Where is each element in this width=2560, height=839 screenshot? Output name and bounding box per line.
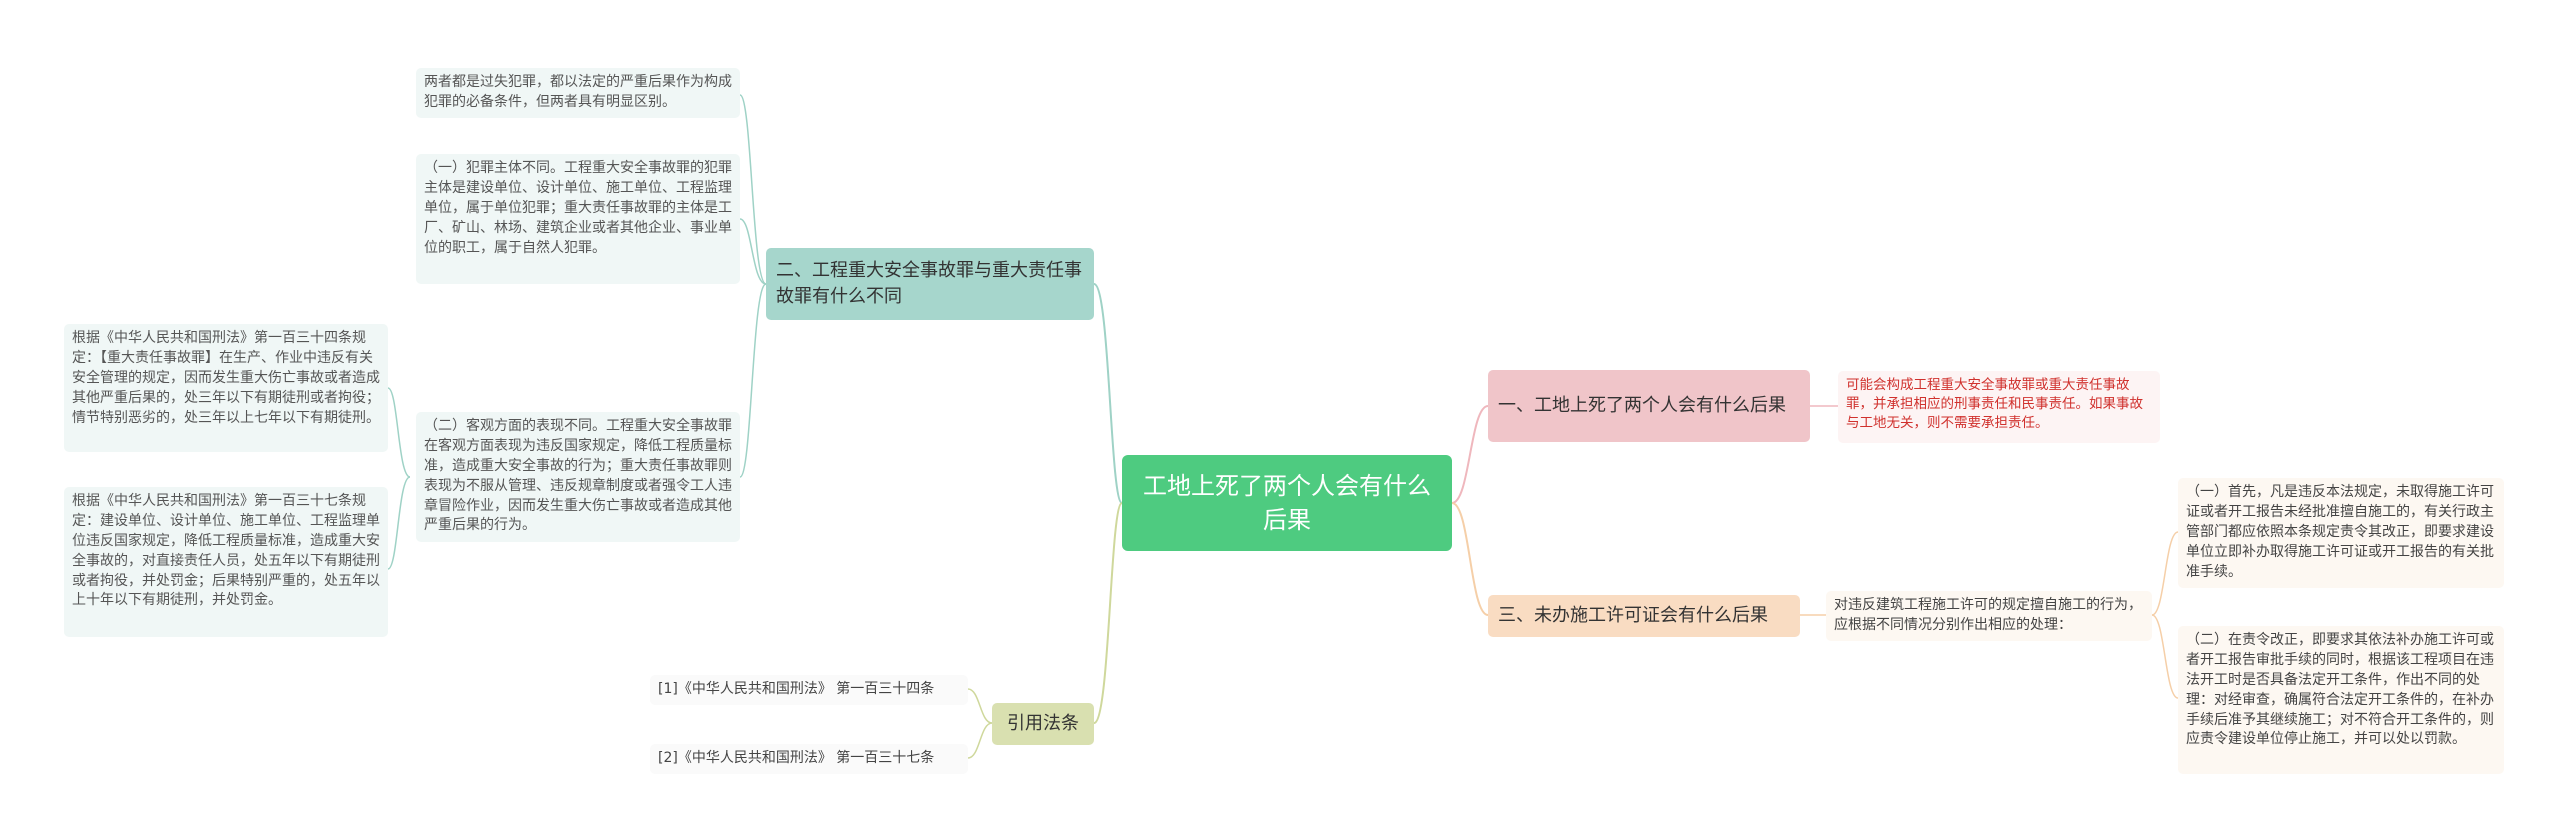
branch-4-topic[interactable]: 引用法条 <box>992 703 1094 745</box>
branch-2-leaf-subject[interactable]: （一）犯罪主体不同。工程重大安全事故罪的犯罪主体是建设单位、设计单位、施工单位、… <box>416 154 740 284</box>
connector-b2-leaf1 <box>739 94 767 285</box>
connector-b2-leaf2 <box>739 218 767 285</box>
branch-2-topic[interactable]: 二、工程重大安全事故罪与重大责任事故罪有什么不同 <box>766 248 1094 320</box>
connector-root-b4 <box>1093 502 1123 724</box>
connector-b2-leaf3 <box>739 283 767 478</box>
branch-2-leaf-summary[interactable]: 两者都是过失犯罪，都以法定的严重后果作为构成犯罪的必备条件，但两者具有明显区别。 <box>416 68 740 118</box>
connector-b2-leaf3-sub1 <box>387 387 411 478</box>
connector-root-b1 <box>1451 405 1489 504</box>
branch-1-leaf[interactable]: 可能会构成工程重大安全事故罪或重大责任事故罪，并承担相应的刑事责任和民事责任。如… <box>1838 371 2160 443</box>
branch-2-leaf-objective[interactable]: （二）客观方面的表现不同。工程重大安全事故罪在客观方面表现为违反国家规定，降低工… <box>416 412 740 542</box>
branch-3-leaf[interactable]: 对违反建筑工程施工许可的规定擅自施工的行为，应根据不同情况分别作出相应的处理： <box>1826 591 2152 641</box>
branch-3-subleaf-2[interactable]: （二）在责令改正，即要求其依法补办施工许可或者开工报告审批手续的同时，根据该工程… <box>2178 626 2504 774</box>
connector-root-b3 <box>1451 502 1489 616</box>
connector-root-b2 <box>1093 283 1123 504</box>
branch-1-topic[interactable]: 一、工地上死了两个人会有什么后果 <box>1488 370 1810 442</box>
connector-b3-leaf-sub2 <box>2151 614 2179 699</box>
connector-b2-leaf3-sub2 <box>387 476 411 570</box>
branch-3-topic[interactable]: 三、未办施工许可证会有什么后果 <box>1488 595 1800 637</box>
connector-b3-leaf-sub1 <box>2151 531 2179 616</box>
root-topic[interactable]: 工地上死了两个人会有什么后果 <box>1122 455 1452 551</box>
branch-2-subleaf-article-137[interactable]: 根据《中华人民共和国刑法》第一百三十七条规定：建设单位、设计单位、施工单位、工程… <box>64 487 388 637</box>
branch-3-subleaf-1[interactable]: （一）首先，凡是违反本法规定，未取得施工许可证或者开工报告未经批准擅自施工的，有… <box>2178 478 2504 588</box>
reference-item-1[interactable]: [1]《中华人民共和国刑法》 第一百三十四条 <box>650 675 968 705</box>
branch-2-subleaf-article-134[interactable]: 根据《中华人民共和国刑法》第一百三十四条规定：【重大责任事故罪】在生产、作业中违… <box>64 324 388 452</box>
connector-b4-ref1 <box>967 688 993 724</box>
reference-item-2[interactable]: [2]《中华人民共和国刑法》 第一百三十七条 <box>650 744 968 774</box>
connector-b4-ref2 <box>967 722 993 759</box>
